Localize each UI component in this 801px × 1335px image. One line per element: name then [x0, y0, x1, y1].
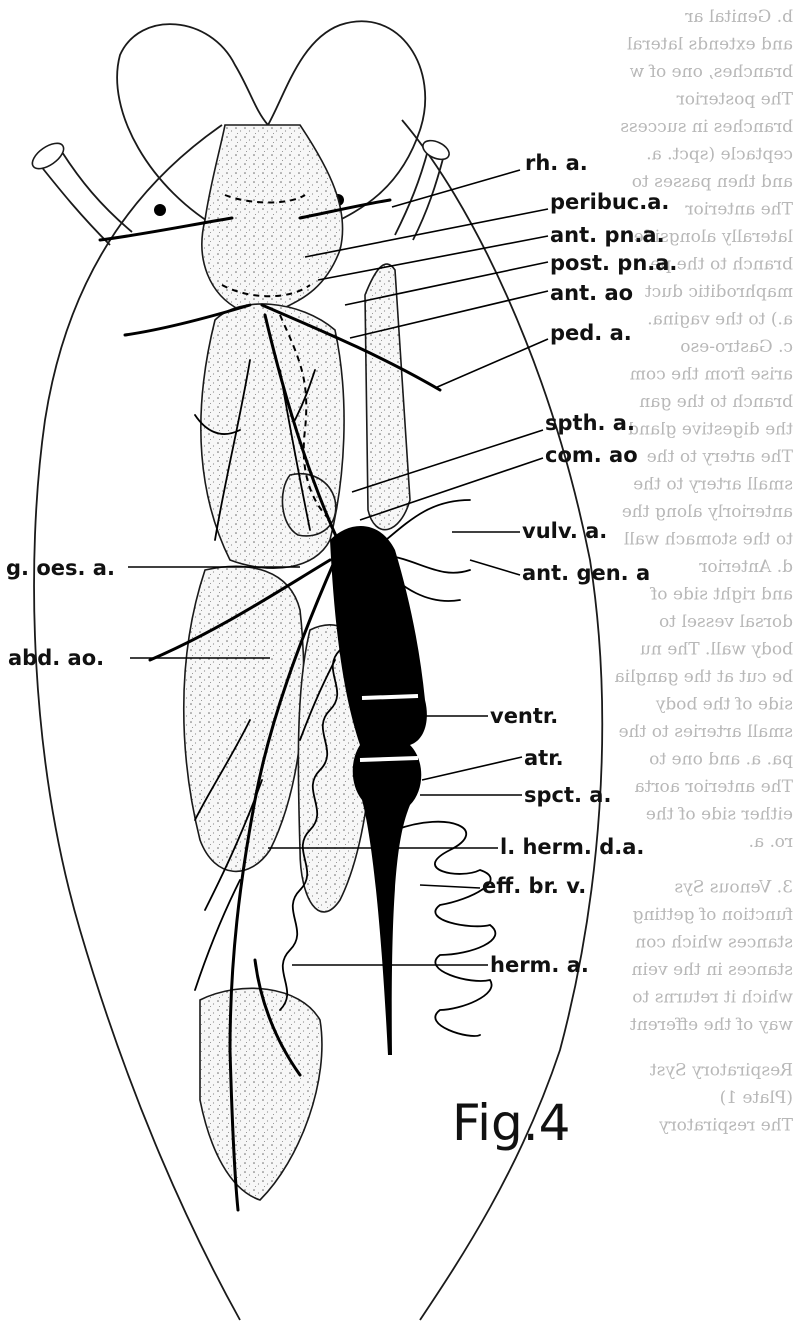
label-vulv: vulv. a.: [522, 519, 607, 543]
bleed-line: the digestive gland: [628, 420, 793, 440]
bleed-line: stances which con: [635, 933, 793, 953]
bleed-line: b. Genital ar: [684, 7, 793, 27]
left-tentacle: [40, 152, 132, 245]
bleed-line: The respiratory: [659, 1116, 793, 1136]
bleed-line: and extends lateral: [627, 35, 793, 55]
bleed-line: c. Gastro-eso: [680, 337, 793, 357]
label-ped: ped. a.: [550, 321, 632, 345]
bleed-line: maphroditic duct: [645, 282, 793, 302]
buccal-mass: [202, 125, 343, 310]
left-eye: [154, 204, 166, 216]
bleed-line: ceptacle (spct. a.: [646, 145, 793, 165]
bleed-line: stances in the vein: [632, 960, 793, 980]
bleed-line: way of the efferent: [630, 1015, 793, 1035]
bleed-line: The anterior aorta: [634, 777, 793, 797]
label-antpn: ant. pn.a.: [550, 223, 665, 247]
bleed-line: small arteries to the: [619, 722, 793, 742]
bleed-line: side of the body: [655, 695, 793, 715]
bleed-line: and right side of: [649, 585, 793, 605]
label-spct: spct. a.: [524, 783, 611, 807]
bleed-line: branches in success: [620, 117, 793, 137]
bleed-line: pa. a. and one to: [649, 750, 793, 770]
bleed-line: which it returns to: [632, 988, 793, 1008]
label-postpn: post. pn.a.: [550, 251, 677, 275]
label-ventr: ventr.: [490, 704, 558, 728]
bleed-line: either side of the: [646, 805, 793, 825]
heart-band-2: [360, 758, 418, 760]
bleed-line: The artery to the: [647, 447, 793, 467]
bleed-line: branches, one of w: [629, 62, 793, 82]
bleed-line: arise from the com: [630, 365, 793, 385]
label-comao: com. ao: [545, 443, 638, 467]
gill-coils: [395, 822, 495, 1036]
figure-number: Fig.4: [452, 1094, 570, 1152]
label-antao: ant. ao: [550, 281, 633, 305]
label-effbr: eff. br. v.: [482, 874, 586, 898]
bleed-line: small artery to the: [633, 475, 793, 495]
bleed-line: function of getting: [633, 905, 793, 925]
label-herm: herm. a.: [490, 953, 589, 977]
bleed-line: Respiratory Syst: [650, 1061, 793, 1081]
label-atr: atr.: [524, 746, 564, 770]
bleed-line: 3. Venous Sys: [674, 878, 793, 898]
bleed-line: to the stomach wall: [624, 530, 793, 550]
label-rh: rh. a.: [525, 151, 588, 175]
label-lherm: l. herm. d.a.: [500, 835, 644, 859]
label-goes: g. oes. a.: [6, 556, 115, 580]
penis-sheath: [365, 264, 410, 530]
bleed-line: The posterior: [676, 90, 793, 110]
bleed-line: anteriorly along the: [622, 502, 793, 522]
bleed-line: body wall. The nu: [640, 640, 793, 660]
bleed-line: (Plate 1): [720, 1088, 793, 1108]
heart-band-1: [362, 696, 418, 698]
label-spth: spth. a.: [545, 411, 635, 435]
right-tentacle: [395, 150, 444, 240]
label-abdao: abd. ao.: [8, 646, 104, 670]
bleed-line: branch to the gan: [639, 392, 793, 412]
label-peribuc: peribuc.a.: [550, 190, 669, 214]
bleed-line: a.) to the vagina.: [647, 310, 793, 330]
bleed-line: The anterior: [684, 200, 793, 220]
left-tentacle-tip: [28, 138, 68, 173]
bleed-line: d. Anterior: [698, 557, 793, 577]
bleed-line: and then passes to: [632, 172, 793, 192]
label-antgen: ant. gen. a: [522, 561, 650, 585]
bleed-line: ro. a.: [749, 832, 793, 852]
heart-atrium: [353, 745, 422, 1055]
bleed-line: dorsal vessel to: [659, 612, 793, 632]
posterior-gland: [200, 988, 322, 1200]
bleed-line: be cut at the ganglia: [614, 667, 793, 687]
